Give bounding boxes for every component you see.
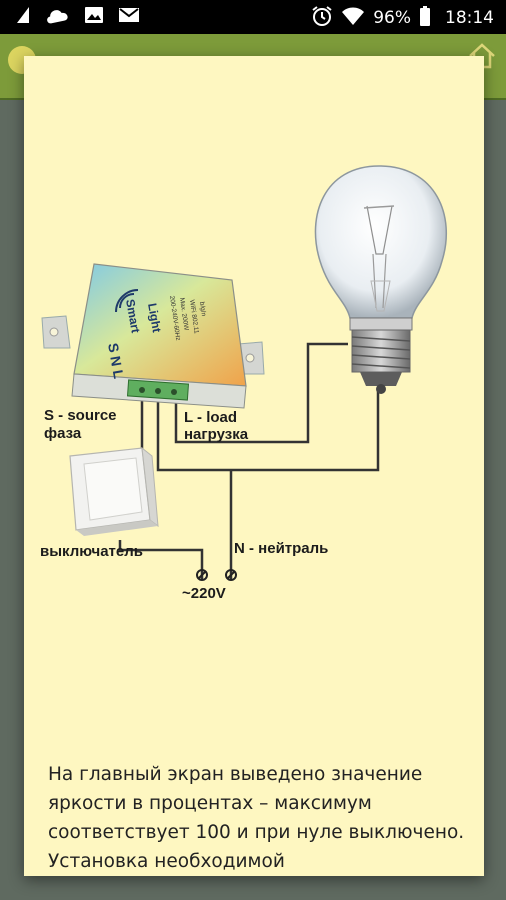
label-switch: выключатель	[40, 543, 143, 560]
device-brand-smart: Smart	[123, 298, 143, 334]
wire-load	[174, 342, 348, 444]
device-brand-light: Light	[145, 302, 164, 333]
notification-icons	[16, 6, 140, 28]
label-voltage: ~220V	[182, 585, 226, 602]
battery-percent: 96%	[373, 8, 411, 28]
system-icons: 96% 18:14	[311, 5, 494, 31]
wire-lamp-neutral	[156, 388, 380, 472]
device-terminals: S N L	[105, 342, 127, 380]
smart-light-module: Smart Light S N L 200-240V-60Hz Max. 200…	[41, 263, 265, 409]
label-source: S - source	[44, 407, 117, 424]
alarm-icon	[311, 5, 333, 31]
signal-icon	[16, 6, 30, 28]
image-icon	[84, 6, 104, 28]
cloud-icon	[44, 6, 70, 28]
power-terminals	[196, 569, 237, 581]
battery-icon	[419, 5, 431, 31]
label-load: L - load	[184, 409, 237, 426]
clock: 18:14	[445, 8, 494, 28]
device-spec-4: b/g/n	[198, 301, 207, 317]
label-source-ru: фаза	[44, 425, 82, 442]
wire-switch-to-terminal	[118, 540, 204, 580]
label-neutral: N - нейтраль	[234, 540, 328, 557]
device-spec-2: Max. 200W	[178, 297, 190, 331]
wifi-icon	[341, 6, 365, 30]
wiring-diagram: Smart Light S N L 200-240V-60Hz Max. 200…	[40, 165, 447, 602]
wall-switch	[69, 446, 159, 536]
light-bulb	[314, 165, 447, 394]
device-spec-3: WiFi 802.11	[188, 299, 200, 334]
help-dialog: Smart Light S N L 200-240V-60Hz Max. 200…	[24, 56, 484, 876]
status-bar: 96% 18:14	[0, 0, 506, 34]
mail-icon	[118, 6, 140, 28]
label-load-ru: нагрузка	[184, 426, 249, 443]
description-text: На главный экран выведено значение яркос…	[48, 764, 465, 872]
